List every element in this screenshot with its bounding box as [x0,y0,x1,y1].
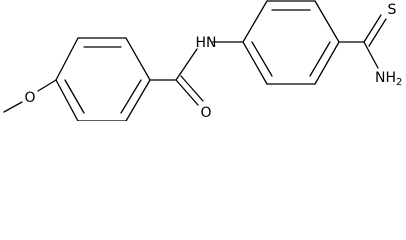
methoxyphenyl-ring [55,37,151,121]
inner-double-bond [251,41,273,77]
phenylene-ring [242,0,340,85]
amide-nitrogen-label: HN [196,35,217,51]
carbonyl-oxygen-label: O [200,105,211,121]
atom-labels: O HN O S NH2 [24,2,402,121]
amide-group [149,41,244,106]
amine-subscript: 2 [396,77,402,88]
methoxy-group [3,79,57,113]
chemical-structure: O HN O S NH2 [3,0,402,121]
thione-double-bond-a [363,14,382,43]
methoxy-oxygen-label: O [24,90,35,106]
carbonyl-nh-bond [175,48,198,81]
c-nh2-bond [363,41,379,69]
thione-double-bond-b [368,18,387,47]
inner-double-bond [309,41,331,77]
amine-nh: NH [375,70,396,86]
amine-label: NH2 [375,70,402,88]
carbonyl-double-bond-a [175,79,199,106]
methyl-bond [3,101,23,113]
oxygen-ring-bond [37,79,57,92]
thioamide-group [338,14,387,69]
inner-double-bond [64,79,85,114]
thione-sulfur-label: S [388,2,397,18]
inner-double-bond [120,79,142,114]
carbonyl-double-bond-b [180,75,204,102]
